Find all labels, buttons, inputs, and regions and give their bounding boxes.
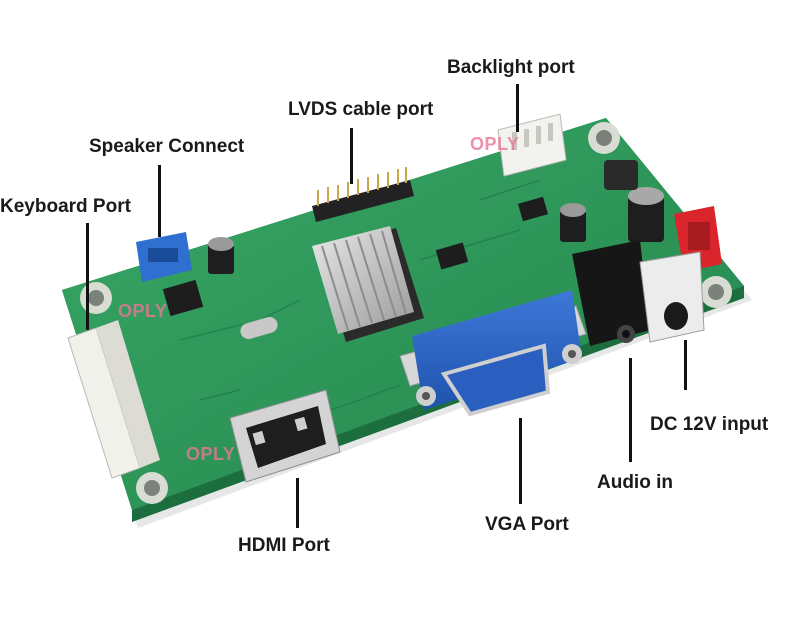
- watermark: OPLY: [470, 134, 520, 154]
- label-keyboard-port: Keyboard Port: [0, 196, 131, 217]
- leader-speaker: [158, 165, 161, 237]
- audio-jack: [572, 240, 650, 346]
- leader-keyboard: [86, 223, 89, 330]
- lvds-header: [312, 167, 414, 222]
- keyboard-connector: [67, 320, 160, 479]
- watermark: OPLY: [186, 444, 236, 464]
- ic-chip: [435, 242, 469, 270]
- label-backlight-port: Backlight port: [447, 57, 575, 78]
- leader-vga: [519, 418, 522, 504]
- label-vga-port: VGA Port: [485, 514, 569, 535]
- label-hdmi-port: HDMI Port: [238, 535, 330, 556]
- leader-hdmi: [296, 478, 299, 528]
- heatsink: [312, 226, 424, 342]
- ic-chip: [518, 196, 548, 222]
- leader-dc: [684, 340, 687, 390]
- watermark: OPLY: [118, 301, 168, 321]
- ic-chip: [162, 279, 204, 317]
- speaker-connector: [136, 232, 192, 282]
- capacitors: [208, 160, 664, 274]
- crystal: [240, 316, 278, 340]
- dc-jack: [639, 251, 705, 343]
- label-lvds-cable-port: LVDS cable port: [288, 99, 434, 120]
- label-dc-12v-input: DC 12V input: [650, 414, 769, 435]
- leader-lvds: [350, 128, 353, 184]
- backlight-connector: [497, 113, 567, 177]
- label-audio-in: Audio in: [597, 472, 673, 493]
- leader-audio: [629, 358, 632, 462]
- label-speaker-connect: Speaker Connect: [89, 136, 245, 157]
- leader-backlight: [516, 84, 519, 132]
- mounting-holes: [80, 122, 732, 504]
- vga-connector: [399, 290, 587, 417]
- hdmi-connector: [229, 389, 341, 483]
